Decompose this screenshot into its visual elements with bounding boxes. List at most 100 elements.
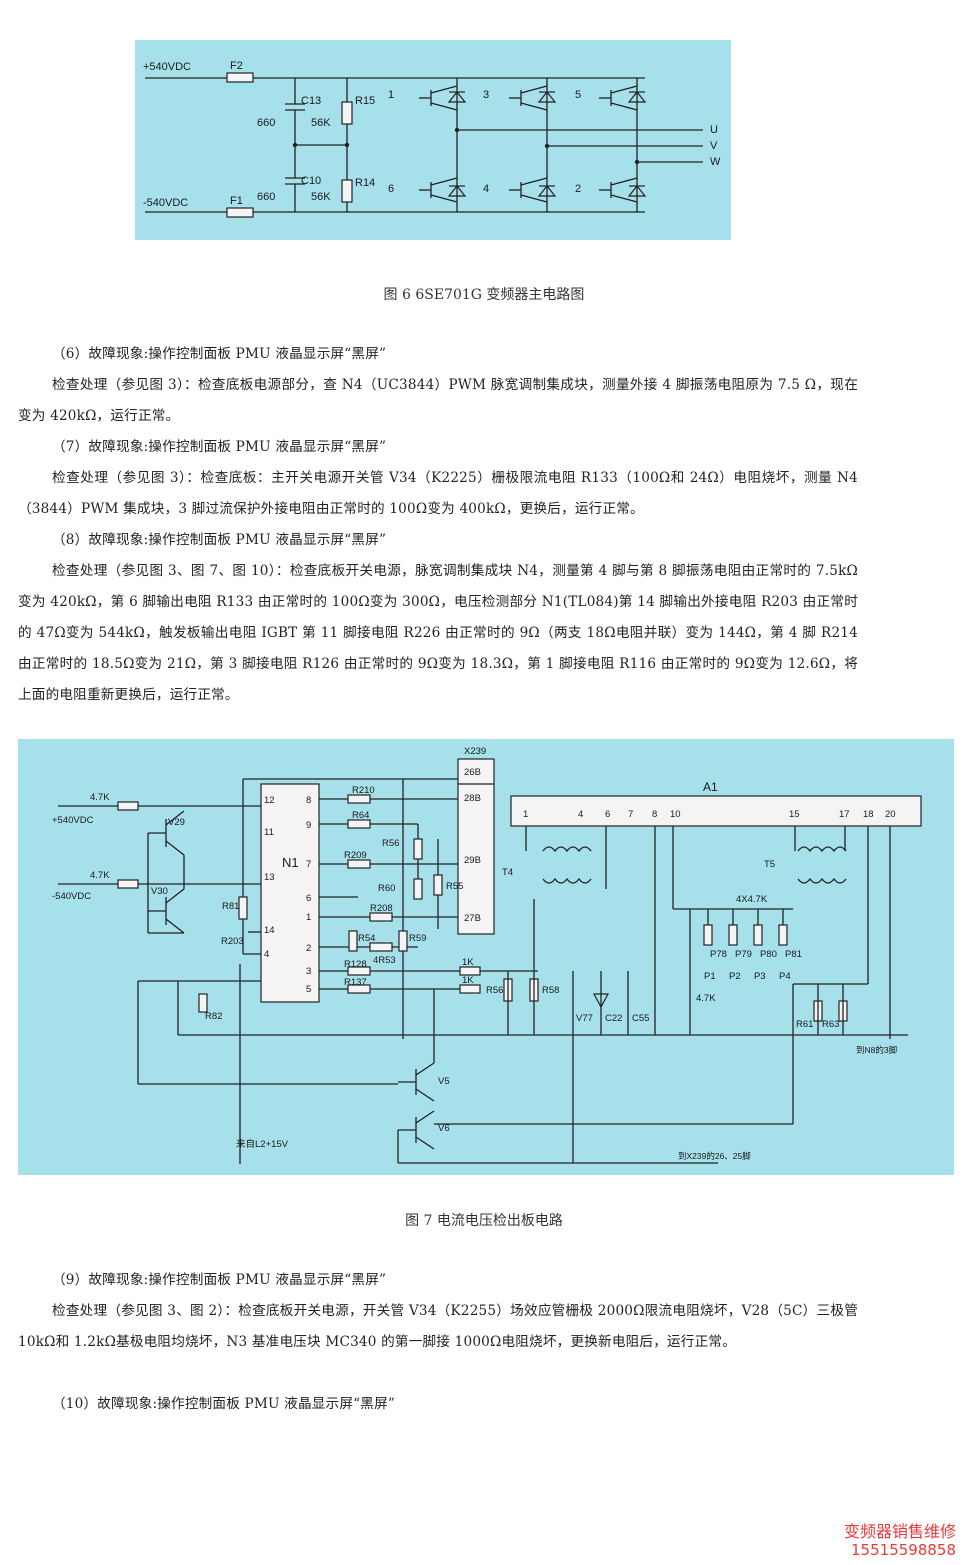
label-a1-pin-4: 4 <box>578 809 583 820</box>
paragraph-7-body: 检查处理（参见图 3）：检查底板：主开关电源开关管 V34（K2225）栅极限流… <box>18 470 858 517</box>
paragraph-9-title: （9）故障现象:操作控制面板 PMU 液晶显示屏“黑屏” <box>52 1272 387 1288</box>
watermark-phone: 15515598858 <box>851 1541 956 1559</box>
label-pin-29b: 29B <box>464 855 481 866</box>
figure-6-main-circuit: +540VDC -540VDC F2 F1 C13 C10 660 660 R1… <box>135 40 731 240</box>
label-p78: P78 <box>710 949 727 960</box>
label-r54: R54 <box>358 933 375 944</box>
label-p4: P4 <box>779 971 791 982</box>
figure-7-detection-board: X239 A1 N1 T4 T5 +540VDC -540VDC 4.7K 4.… <box>18 739 954 1175</box>
resistor-1k-b <box>459 984 481 994</box>
label-a1-pin-7: 7 <box>628 809 633 820</box>
label-p79: P79 <box>735 949 752 960</box>
figure-6-caption: 图 6 6SE701G 变频器主电路图 <box>383 287 585 303</box>
label-r203: R203 <box>221 936 244 947</box>
label-v29: V29 <box>168 817 185 828</box>
resistor-47k-a <box>117 801 139 811</box>
label-v30: V30 <box>151 886 168 897</box>
label-r64: R64 <box>352 810 369 821</box>
resistor-r56 <box>413 838 423 860</box>
resistor-r209 <box>347 859 371 869</box>
connector-x239 <box>457 758 495 935</box>
label-v77: V77 <box>576 1013 593 1024</box>
label-x239: X239 <box>464 746 486 757</box>
label-t5: 5 <box>575 89 581 101</box>
label-47k-b: 4.7K <box>90 870 110 881</box>
watermark-service-text: 变频器销售维修 <box>843 1522 956 1541</box>
label-n1-pin-8: 8 <box>306 795 311 806</box>
resistor-r15 <box>341 101 353 125</box>
resistor-r59 <box>398 930 408 952</box>
resistor-r54 <box>348 930 358 952</box>
label-v5: V5 <box>438 1076 450 1087</box>
figure-6-schematic: +540VDC -540VDC F2 F1 C13 C10 660 660 R1… <box>143 60 721 218</box>
label-v: V <box>710 140 718 152</box>
label-a1: A1 <box>703 780 718 794</box>
label-f1: F1 <box>230 195 243 207</box>
transistor-v6 <box>398 1110 435 1150</box>
paragraph-6-title: （6）故障现象:操作控制面板 PMU 液晶显示屏“黑屏” <box>52 346 387 362</box>
label-r210: R210 <box>352 785 375 796</box>
igbt-bridge <box>419 78 647 212</box>
resistor-p78 <box>703 924 713 946</box>
label-p81: P81 <box>785 949 802 960</box>
label-res-bot: 56K <box>311 191 331 203</box>
figure-7-schematic: X239 A1 N1 T4 T5 +540VDC -540VDC 4.7K 4.… <box>52 746 922 1164</box>
resistor-47k-b <box>117 879 139 889</box>
resistor-r82 <box>198 993 208 1013</box>
label-w: W <box>710 156 721 168</box>
label-r81: R81 <box>222 901 239 912</box>
resistor-r53 <box>369 942 393 952</box>
label-r60: R60 <box>378 883 395 894</box>
label-n1-pin-1: 1 <box>306 912 311 923</box>
resistor-r60 <box>413 878 423 900</box>
label-p2: P2 <box>729 971 741 982</box>
label-r82: R82 <box>205 1011 222 1022</box>
label-p1: P1 <box>704 971 716 982</box>
resistor-1k-a <box>459 966 481 976</box>
label-47k-a: 4.7K <box>90 792 110 803</box>
label-p80: P80 <box>760 949 777 960</box>
label-cap-bot: 660 <box>257 191 275 203</box>
label-a1-pin-6: 6 <box>605 809 610 820</box>
transformer-t4 <box>525 826 607 889</box>
label-res-top: 56K <box>311 117 331 129</box>
label-r137: R137 <box>344 977 367 988</box>
label-neg-540: -540VDC <box>143 197 188 209</box>
resistor-r128 <box>347 966 371 976</box>
label-to-n8: 到N8的3脚 <box>856 1045 897 1055</box>
resistor-p79 <box>728 924 738 946</box>
label-1k-b: 1K <box>462 975 474 986</box>
label-t4: 4 <box>483 183 489 195</box>
figure-7-caption: 图 7 电流电压检出板电路 <box>405 1213 563 1229</box>
label-t2: 2 <box>575 183 581 195</box>
paragraph-8-title: （8）故障现象:操作控制面板 PMU 液晶显示屏“黑屏” <box>52 532 387 548</box>
resistor-r55 <box>433 874 443 896</box>
label-pin-28b: 28B <box>464 793 481 804</box>
paragraph-8-body: 检查处理（参见图 3、图 7、图 10）：检查底板开关电源，脉宽调制集成块 N4… <box>18 563 858 703</box>
label-f2: F2 <box>230 60 243 72</box>
label-v6: V6 <box>438 1123 450 1134</box>
label-r128: R128 <box>344 959 367 970</box>
label-4x47k: 4X4.7K <box>736 894 768 905</box>
transistor-v30 <box>148 888 185 934</box>
label-r58: R58 <box>542 985 559 996</box>
label-neg-540: -540VDC <box>52 891 91 902</box>
label-n1-pin-14: 14 <box>264 925 275 936</box>
label-n1-pin-13: 13 <box>264 872 275 883</box>
label-t4: T4 <box>502 867 513 878</box>
label-n1-pin-7: 7 <box>306 859 311 870</box>
resistor-r210 <box>347 794 371 804</box>
label-t1: 1 <box>388 89 394 101</box>
label-pos-540: +540VDC <box>52 815 94 826</box>
label-a1-pin-1: 1 <box>523 809 528 820</box>
label-cap-top: 660 <box>257 117 275 129</box>
label-t6: 6 <box>388 183 394 195</box>
label-n1-pin-3: 3 <box>306 966 311 977</box>
label-u: U <box>710 124 718 136</box>
label-r56: R56 <box>382 838 399 849</box>
label-r63: R63 <box>822 1019 839 1030</box>
label-r53: 4R53 <box>373 955 396 966</box>
label-a1-pin-18: 18 <box>863 809 874 820</box>
label-r59: R59 <box>409 933 426 944</box>
label-n1-pin-11: 11 <box>264 827 274 838</box>
